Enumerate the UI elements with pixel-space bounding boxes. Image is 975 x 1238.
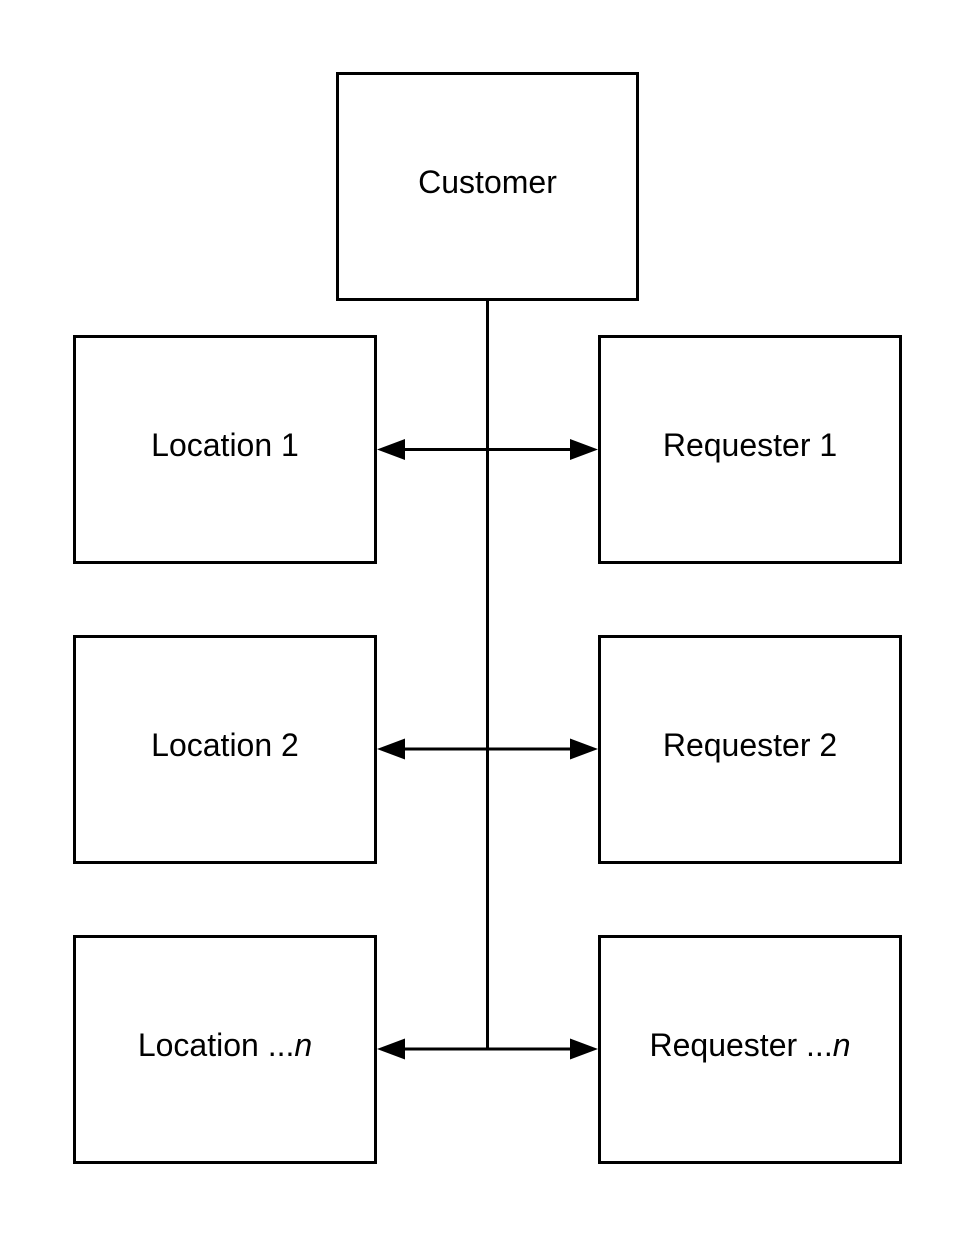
- arrowhead-requester-1: [570, 439, 598, 460]
- requester-1-text: Requester 1: [662, 427, 838, 463]
- arrowhead-requester-n: [570, 1038, 598, 1060]
- customer-box: Customer: [336, 72, 639, 301]
- requester-2-label: Requester 2: [663, 727, 837, 764]
- arrowhead-location-2: [377, 738, 405, 760]
- location-1-text: Location 1: [151, 427, 299, 463]
- location-n-suffix: n: [294, 1027, 313, 1063]
- requester-n-box: Requester ...n: [598, 935, 902, 1164]
- requester-n-text: Requester ...: [649, 1027, 833, 1063]
- customer-label: Customer: [418, 164, 557, 200]
- requester-2-text: Requester 2: [662, 727, 838, 763]
- arrowhead-location-1: [377, 439, 405, 460]
- location-n-label: Location ...n: [138, 1027, 312, 1064]
- location-n-box: Location ...n: [73, 935, 377, 1164]
- location-2-text: Location 2: [151, 727, 299, 763]
- requester-2-box: Requester 2: [598, 635, 902, 864]
- location-1-label: Location 1: [151, 427, 299, 464]
- location-2-box: Location 2: [73, 635, 377, 864]
- requester-n-label: Requester ...n: [650, 1027, 851, 1064]
- location-n-text: Location ...: [137, 1027, 295, 1063]
- arrowhead-requester-2: [570, 738, 598, 760]
- requester-1-box: Requester 1: [598, 335, 902, 564]
- arrowhead-location-n: [377, 1038, 405, 1060]
- location-1-box: Location 1: [73, 335, 377, 564]
- requester-1-label: Requester 1: [663, 427, 837, 464]
- requester-n-suffix: n: [832, 1027, 851, 1063]
- location-2-label: Location 2: [151, 727, 299, 764]
